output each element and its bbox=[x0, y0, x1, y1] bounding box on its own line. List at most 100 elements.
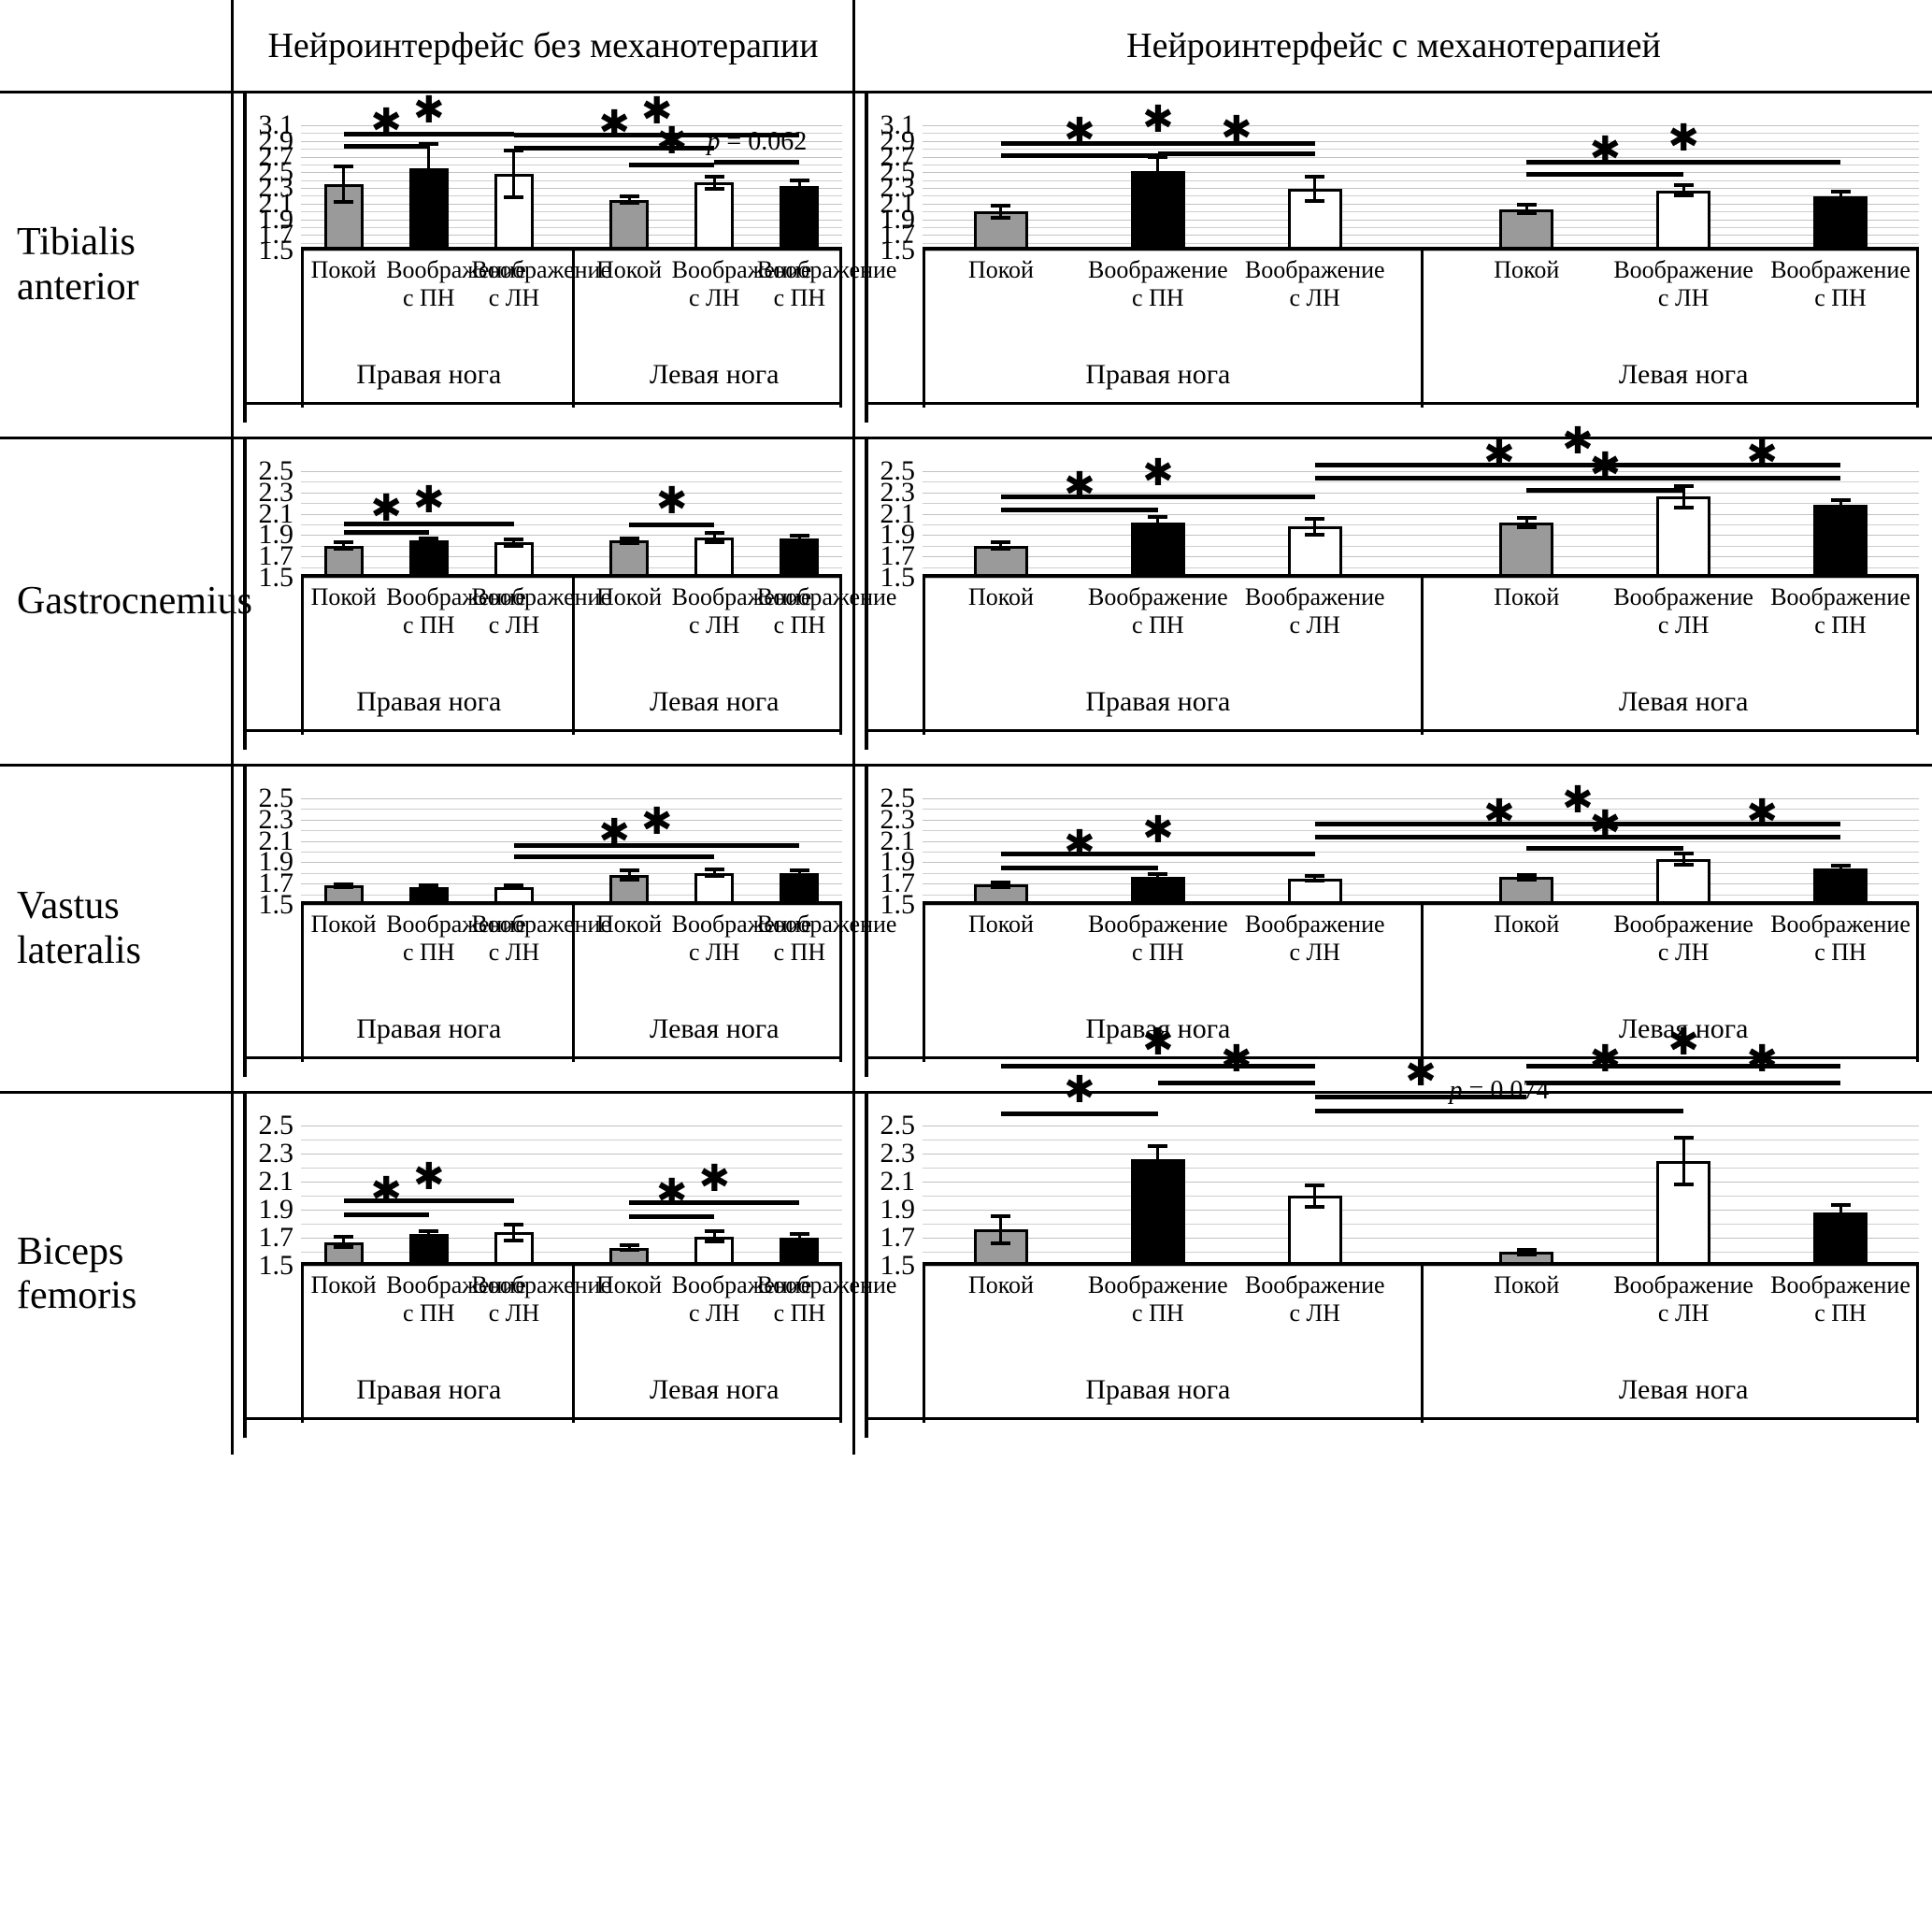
error-bar-cap bbox=[619, 201, 639, 206]
y-axis-tick-label: 1.7 bbox=[880, 868, 916, 899]
bar bbox=[1499, 522, 1554, 578]
gridline bbox=[923, 872, 1919, 874]
gridline bbox=[301, 830, 842, 832]
error-bar bbox=[1830, 863, 1851, 874]
group-separator bbox=[301, 251, 304, 408]
significance-star: ✱ bbox=[1746, 791, 1778, 835]
category-label: Воображение с ПН bbox=[756, 583, 897, 638]
error-bar bbox=[1516, 872, 1537, 882]
y-axis-tick-label: 1.7 bbox=[880, 540, 916, 572]
baseline-rule bbox=[865, 402, 1919, 405]
row-label-biceps-femoris: Biceps femoris bbox=[0, 1094, 234, 1455]
error-bar bbox=[419, 536, 439, 545]
significance-bracket bbox=[1683, 834, 1841, 839]
baseline-rule bbox=[865, 1417, 1919, 1420]
error-bar-cap bbox=[334, 1245, 354, 1249]
error-bar bbox=[1673, 852, 1694, 867]
y-axis-tick-label: 2.5 bbox=[258, 782, 294, 813]
gridline bbox=[923, 242, 1919, 244]
error-bar-cap bbox=[419, 540, 439, 545]
error-bar bbox=[704, 868, 724, 879]
gridline bbox=[923, 862, 1919, 864]
significance-bracket bbox=[1683, 475, 1841, 480]
group-separator bbox=[839, 1266, 842, 1423]
y-axis-tick-label: 2.3 bbox=[258, 1138, 294, 1169]
significance-star: ✱ bbox=[1746, 432, 1778, 476]
gridline bbox=[301, 798, 842, 799]
group-separator bbox=[839, 251, 842, 408]
error-bar-cap bbox=[1673, 1135, 1694, 1140]
y-axis-tick-label: 2.5 bbox=[880, 1110, 916, 1140]
significance-star: ✱ bbox=[1064, 464, 1095, 508]
category-label: Покой bbox=[596, 256, 663, 283]
gridline bbox=[301, 556, 842, 558]
gridline bbox=[923, 188, 1919, 189]
significance-star: ✱ bbox=[413, 88, 445, 132]
category-label: Воображение с ПН bbox=[386, 583, 526, 638]
significance-star: ✱ bbox=[1142, 1021, 1174, 1064]
error-bar-cap bbox=[1673, 862, 1694, 867]
error-bar bbox=[1673, 182, 1694, 198]
column-header-with-mech: Нейроинтерфейс с механотерапией bbox=[855, 0, 1932, 93]
gridline bbox=[301, 1238, 842, 1239]
bar bbox=[408, 1233, 449, 1266]
bar bbox=[1656, 190, 1711, 251]
error-bar-cap bbox=[1305, 174, 1325, 179]
gridline bbox=[301, 492, 842, 494]
gridline bbox=[923, 894, 1919, 896]
error-bar-cap bbox=[1305, 532, 1325, 537]
significance-star: ✱ bbox=[1483, 791, 1515, 835]
error-bar-cap bbox=[1516, 202, 1537, 207]
significance-bracket bbox=[343, 521, 514, 526]
significance-star: ✱ bbox=[370, 101, 402, 145]
y-axis-tick-label: 1.5 bbox=[880, 235, 916, 265]
significance-star: ✱ bbox=[1483, 432, 1515, 476]
y-axis-tick-label: 1.5 bbox=[880, 1250, 916, 1281]
group-separator bbox=[839, 905, 842, 1062]
gridline bbox=[923, 179, 1919, 181]
error-bar bbox=[619, 1243, 639, 1252]
bar bbox=[1130, 1159, 1185, 1266]
error-bar-cap bbox=[991, 884, 1011, 889]
significance-star: ✱ bbox=[1142, 97, 1174, 141]
gridline bbox=[301, 211, 842, 213]
error-bar-cap bbox=[1305, 198, 1325, 203]
bar bbox=[1813, 868, 1868, 905]
category-label: Воображение с ЛН bbox=[471, 1271, 612, 1327]
y-axis-tick-label: 2.1 bbox=[880, 187, 916, 219]
error-bar bbox=[334, 164, 354, 204]
error-bar-cap bbox=[1305, 873, 1325, 878]
significance-star: ✱ bbox=[1667, 116, 1699, 160]
error-bar-cap bbox=[1673, 506, 1694, 510]
gridline bbox=[923, 140, 1919, 142]
bar bbox=[1813, 505, 1868, 578]
error-bar bbox=[334, 882, 354, 889]
category-label: Воображение с ПН bbox=[1770, 583, 1911, 638]
y-axis-tick-label: 1.7 bbox=[258, 219, 294, 251]
column-header-label: Нейроинтерфейс с механотерапией bbox=[1126, 25, 1661, 65]
gridline bbox=[923, 481, 1919, 483]
leg-group-label: Правая нога bbox=[1085, 1374, 1231, 1405]
significance-bracket bbox=[513, 133, 800, 138]
category-label: Покой bbox=[967, 583, 1034, 610]
significance-bracket bbox=[1000, 1112, 1158, 1116]
bar bbox=[1499, 208, 1554, 251]
significance-star: ✱ bbox=[655, 479, 688, 523]
category-label: Воображение с ЛН bbox=[1613, 1271, 1753, 1327]
significance-star: ✱ bbox=[1562, 779, 1594, 823]
significance-bracket bbox=[1314, 462, 1841, 467]
x-axis-line bbox=[301, 1262, 842, 1266]
error-bar bbox=[1148, 154, 1168, 188]
category-label: Воображение с ПН bbox=[1770, 256, 1911, 311]
category-label: Покой bbox=[1494, 911, 1560, 938]
y-axis-tick-label: 2.5 bbox=[880, 455, 916, 486]
error-bar-cap bbox=[1148, 1143, 1168, 1148]
bar bbox=[780, 186, 820, 251]
